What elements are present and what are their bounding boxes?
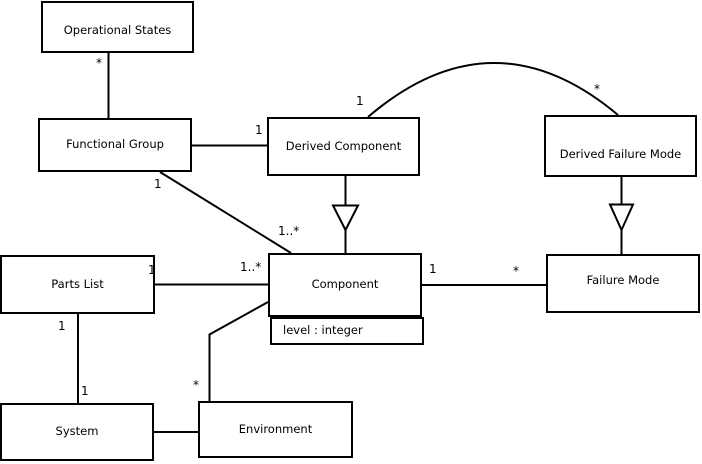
class-name: Component xyxy=(311,277,379,292)
mult-functional-group-end: 1 xyxy=(154,177,162,191)
class-name: Failure Mode xyxy=(586,272,660,287)
class-name: Derived Component xyxy=(285,138,402,153)
class-box-component[interactable]: Component xyxy=(268,253,422,317)
generalization-derived-failure-mode-failure-mode xyxy=(608,177,635,254)
class-box-derived-failure-mode[interactable]: Derived Failure Mode xyxy=(544,115,697,177)
class-name: Derived Failure Mode xyxy=(559,147,682,162)
class-box-operational-states[interactable]: Operational States xyxy=(41,1,194,53)
generalization-triangle-icon xyxy=(608,203,635,233)
edge-component-environment xyxy=(208,301,269,401)
mult-derived-component-arc-end: 1 xyxy=(356,94,364,108)
class-name: Operational States xyxy=(63,23,172,38)
mult-operational-states-end: * xyxy=(96,56,102,70)
generalization-derived-component-component xyxy=(331,176,360,253)
class-box-functional-group[interactable]: Functional Group xyxy=(38,118,192,172)
edge-functional-group-component xyxy=(159,171,292,254)
mult-environment-end: * xyxy=(193,378,199,392)
class-box-system[interactable]: System xyxy=(0,403,154,461)
class-box-failure-mode[interactable]: Failure Mode xyxy=(546,254,700,313)
edge-derived-component-derived-failure-mode xyxy=(367,62,619,118)
mult-component-end-failure-line: 1 xyxy=(429,262,437,276)
class-box-parts-list[interactable]: Parts List xyxy=(0,255,155,314)
class-name: System xyxy=(55,424,99,439)
mult-system-end: 1 xyxy=(81,384,89,398)
generalization-triangle-icon xyxy=(331,204,360,233)
mult-parts-list-bottom-end: 1 xyxy=(58,319,66,333)
mult-derived-component-end: 1 xyxy=(255,123,263,137)
class-name: Parts List xyxy=(51,276,104,291)
class-box-environment[interactable]: Environment xyxy=(198,401,353,458)
mult-component-end-parts-line: 1..* xyxy=(240,260,262,274)
class-name: Functional Group xyxy=(66,137,164,152)
class-name: Environment xyxy=(238,421,313,436)
component-attribute-compartment[interactable]: level : integer xyxy=(270,317,424,345)
mult-failure-mode-end: * xyxy=(513,264,519,278)
mult-component-end-diagonal: 1..* xyxy=(278,224,300,238)
attribute-text: level : integer xyxy=(283,323,363,338)
class-box-derived-component[interactable]: Derived Component xyxy=(267,117,420,176)
mult-parts-list-end: 1 xyxy=(148,263,156,277)
mult-derived-failure-mode-arc-end: * xyxy=(594,82,600,96)
